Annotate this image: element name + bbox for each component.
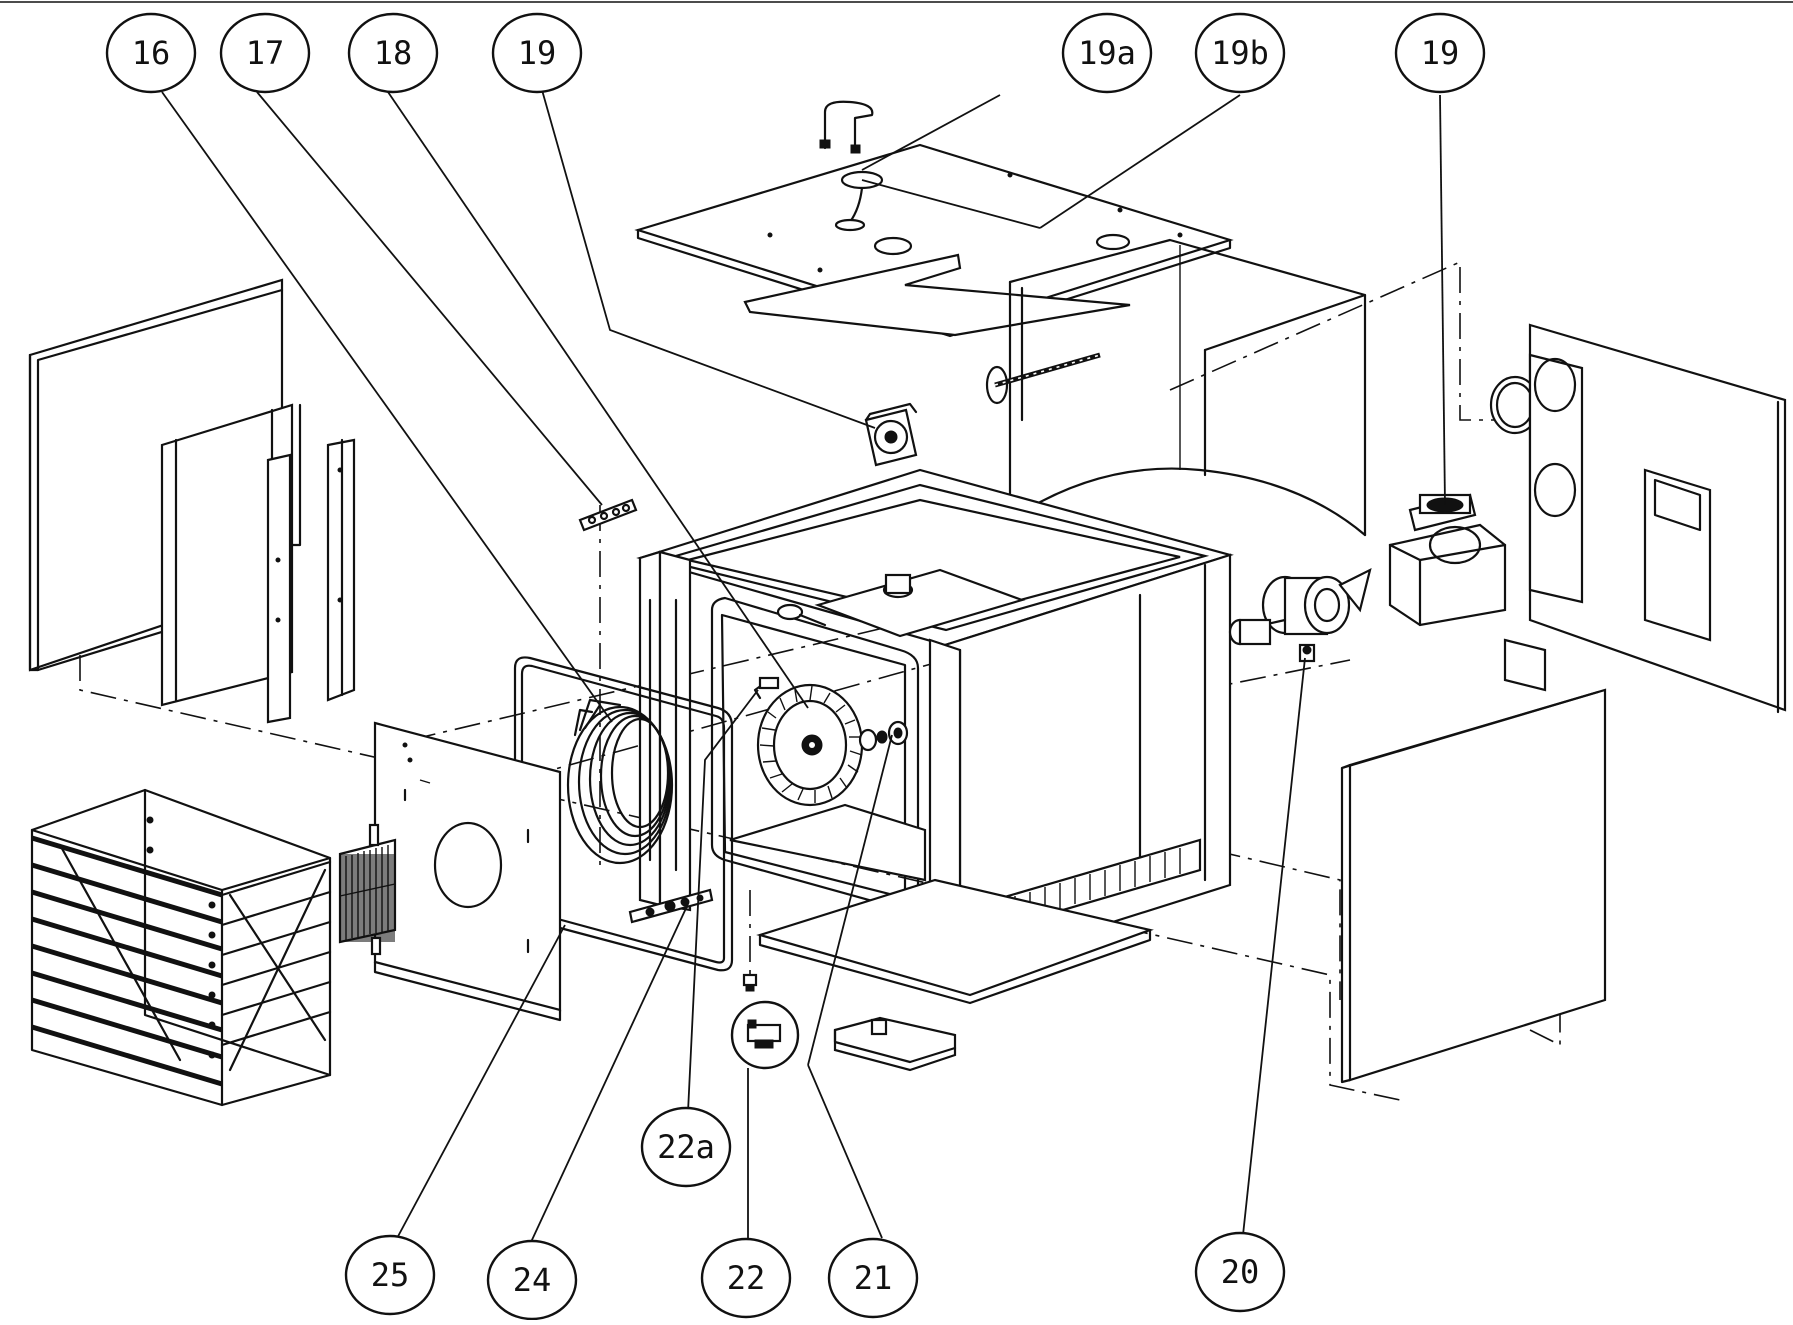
callout-label: 16	[132, 34, 171, 72]
callout-label: 19	[1421, 34, 1460, 72]
back-panel-right	[1340, 688, 1607, 1084]
callout-22: 22	[700, 1237, 792, 1319]
callout-21: 21	[827, 1237, 919, 1319]
motor	[1228, 567, 1372, 663]
callout-label: 19a	[1078, 34, 1136, 72]
fan-grille	[338, 823, 397, 956]
coil-hose	[985, 352, 1101, 405]
callout-label: 25	[371, 1256, 410, 1294]
callout-24: 24	[486, 1239, 578, 1321]
lower-bracket	[833, 1016, 957, 1072]
baffle-plate	[373, 721, 562, 1022]
callout-22a: 22a	[640, 1106, 732, 1188]
right-side-panel	[1503, 323, 1787, 714]
callout-label: 19b	[1211, 34, 1269, 72]
callout-17: 17	[219, 12, 311, 94]
left-inner-panel	[160, 403, 356, 724]
cooling-fan-right	[1388, 375, 1541, 627]
bottom-panel	[756, 878, 1154, 1005]
assembly-guide-lines	[79, 260, 1561, 1101]
leader-lines	[161, 89, 1446, 1256]
cooling-fan-left	[864, 402, 918, 467]
callout-19a: 19a	[1061, 12, 1153, 94]
callout-20: 20	[1194, 1231, 1286, 1313]
callout-19-left: 19	[491, 12, 583, 94]
callout-label: 22a	[657, 1128, 715, 1166]
oven-rack	[30, 788, 332, 1107]
callout-16: 16	[105, 12, 197, 94]
top-panel	[634, 100, 1234, 338]
heating-element	[566, 698, 714, 924]
small-switch	[742, 973, 758, 992]
callout-18: 18	[347, 12, 439, 94]
oven-chassis	[636, 468, 1234, 977]
callout-label: 20	[1221, 1253, 1260, 1291]
callout-19b: 19b	[1194, 12, 1286, 94]
switch-detail	[730, 1000, 800, 1070]
callout-19-right: 19	[1394, 12, 1486, 94]
callout-label: 21	[854, 1259, 893, 1297]
insulation-wrap	[1008, 238, 1367, 537]
callout-label: 24	[513, 1261, 552, 1299]
callout-label: 17	[246, 34, 285, 72]
terminal-strip	[578, 498, 638, 532]
callout-25: 25	[344, 1234, 436, 1316]
callout-label: 18	[374, 34, 413, 72]
callout-label: 19	[518, 34, 557, 72]
callout-label: 22	[727, 1259, 766, 1297]
